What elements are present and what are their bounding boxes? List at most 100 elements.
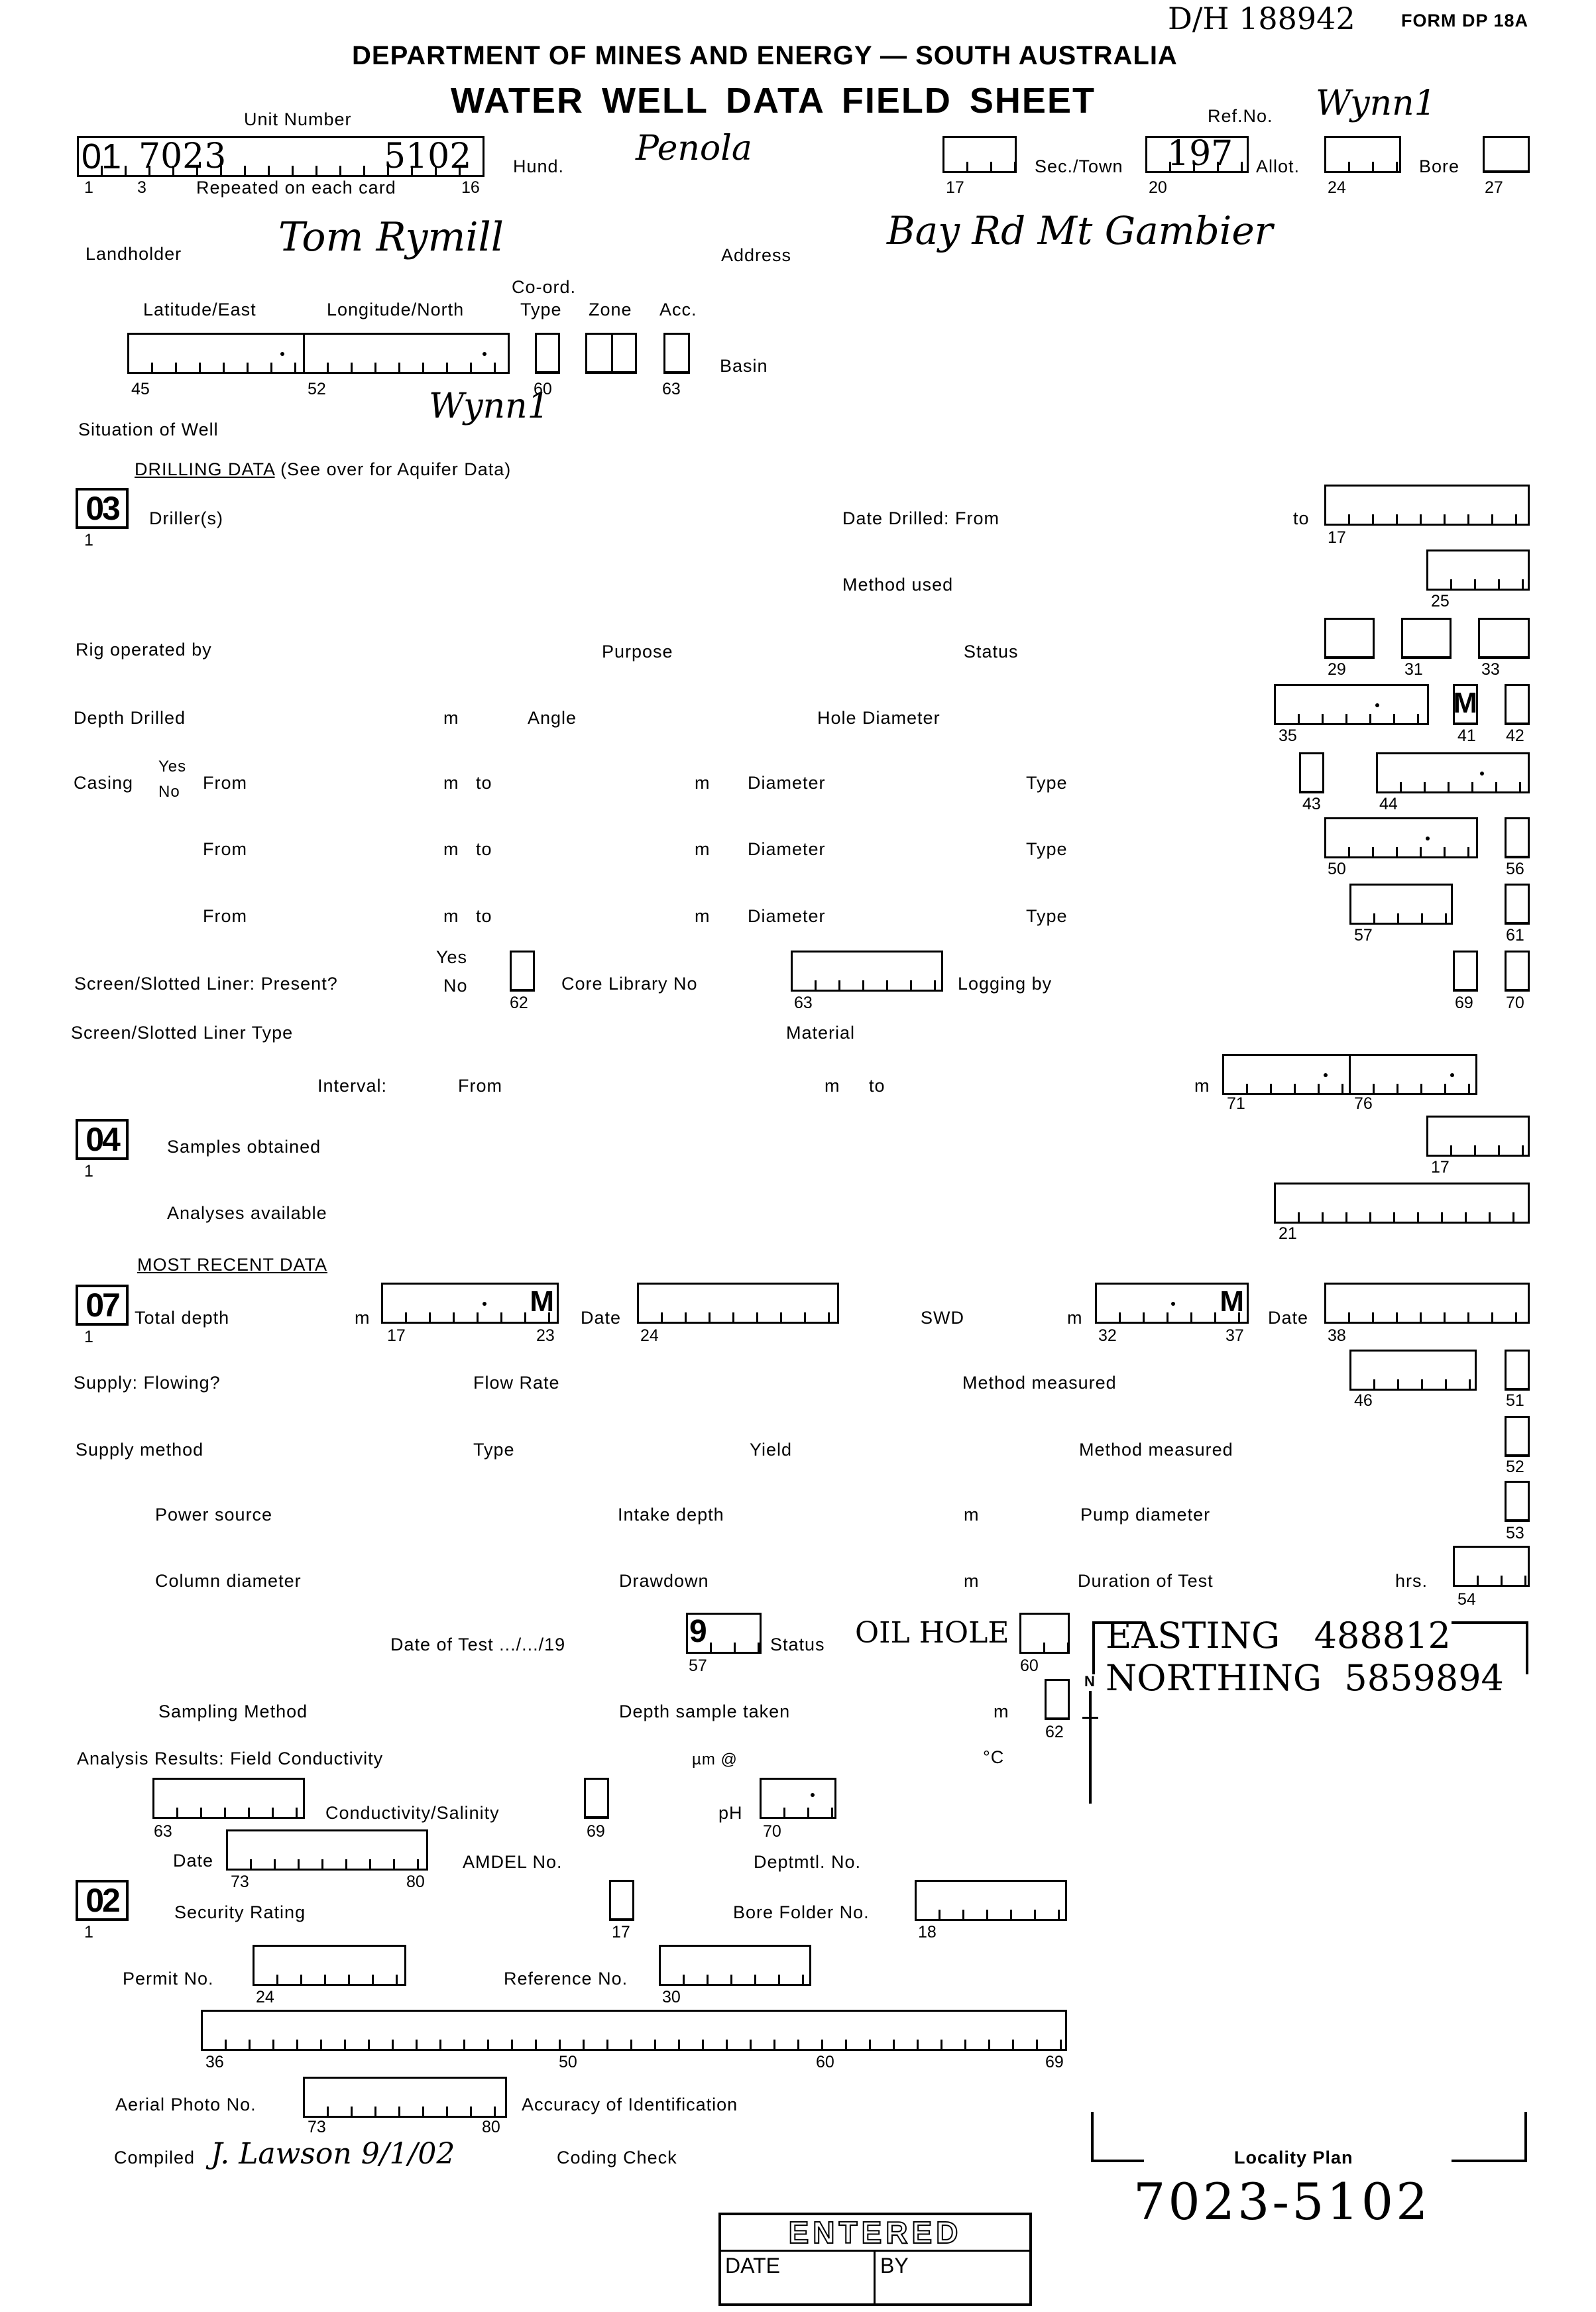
stamp-title: ENTERED bbox=[721, 2215, 1029, 2252]
diameter-label: Diameter bbox=[748, 906, 826, 926]
field-69-box[interactable] bbox=[584, 1778, 609, 1819]
field-44-box[interactable] bbox=[1376, 752, 1530, 793]
acc-box[interactable] bbox=[663, 333, 690, 374]
field-60-box[interactable] bbox=[1019, 1613, 1070, 1654]
amdel-label: AMDEL No. bbox=[463, 1852, 563, 1872]
latitude-box[interactable] bbox=[127, 333, 305, 374]
no-label: No bbox=[443, 976, 468, 996]
sampling-method-label: Sampling Method bbox=[158, 1702, 308, 1721]
bore-folder-box[interactable] bbox=[915, 1880, 1067, 1921]
field-46-box[interactable] bbox=[1349, 1350, 1477, 1391]
analyses-available-box[interactable] bbox=[1274, 1183, 1530, 1224]
method-used-box[interactable] bbox=[1426, 549, 1530, 591]
field-51-box[interactable] bbox=[1505, 1350, 1530, 1391]
field-69-box[interactable] bbox=[1453, 951, 1478, 992]
field-number: 24 bbox=[256, 1988, 274, 2006]
compiled-value: J. Lawson 9/1/02 bbox=[211, 2137, 455, 2171]
field-52-box[interactable] bbox=[1505, 1416, 1530, 1457]
field-number: 25 bbox=[1431, 592, 1450, 610]
field-number: 46 bbox=[1354, 1391, 1373, 1410]
test-year-box[interactable]: 9 bbox=[686, 1613, 762, 1654]
samples-obtained-box[interactable] bbox=[1426, 1116, 1530, 1157]
duration-box[interactable] bbox=[1453, 1546, 1530, 1587]
landholder-label: Landholder bbox=[86, 244, 182, 264]
drilling-heading: DRILLING DATA (See over for Aquifer Data… bbox=[135, 459, 512, 479]
field-number: 53 bbox=[1506, 1524, 1524, 1542]
entered-stamp: ENTERED DATE BY bbox=[718, 2213, 1032, 2306]
coord-type-box[interactable] bbox=[535, 333, 560, 374]
date-label: Date bbox=[173, 1851, 214, 1871]
screen-present-box[interactable] bbox=[510, 951, 535, 992]
ph-box[interactable] bbox=[760, 1778, 836, 1819]
swd-date-box[interactable] bbox=[1324, 1283, 1530, 1324]
unit-m: m bbox=[695, 839, 711, 859]
core-library-box[interactable] bbox=[791, 951, 943, 992]
field-56-box[interactable] bbox=[1505, 817, 1530, 858]
field-70-box[interactable] bbox=[1505, 951, 1530, 992]
unit-m: m bbox=[443, 906, 459, 926]
field-number: 17 bbox=[1328, 528, 1346, 547]
reference-box[interactable] bbox=[659, 1945, 811, 1986]
method-measured-label: Method measured bbox=[962, 1373, 1117, 1393]
most-recent-heading: MOST RECENT DATA bbox=[137, 1255, 328, 1275]
intake-depth-label: Intake depth bbox=[618, 1505, 724, 1525]
field-number: 17 bbox=[1431, 1158, 1450, 1177]
security-rating-box[interactable] bbox=[609, 1880, 634, 1921]
field-33-box[interactable] bbox=[1478, 618, 1530, 659]
long-entry-box[interactable] bbox=[201, 2010, 1067, 2051]
field-number: 71 bbox=[1227, 1094, 1245, 1113]
field-29-box[interactable] bbox=[1324, 618, 1375, 659]
deg-c-label: °C bbox=[983, 1747, 1005, 1767]
longitude-box[interactable] bbox=[303, 333, 510, 374]
depth-sample-label: Depth sample taken bbox=[619, 1702, 791, 1721]
field-number: 80 bbox=[482, 2118, 500, 2136]
field-number: 24 bbox=[1328, 178, 1346, 197]
field-conductivity-box[interactable] bbox=[152, 1778, 305, 1819]
unit-m: m bbox=[964, 1505, 980, 1525]
field-53-box[interactable] bbox=[1505, 1481, 1530, 1522]
analysis-date-box[interactable] bbox=[226, 1829, 428, 1871]
card-code-03: 03 bbox=[76, 488, 129, 529]
field-number: 38 bbox=[1328, 1326, 1346, 1345]
depth-drilled-box[interactable] bbox=[1274, 684, 1429, 725]
interval-to-box[interactable] bbox=[1349, 1054, 1477, 1095]
bore-box[interactable] bbox=[1483, 136, 1530, 173]
from-label: From bbox=[458, 1076, 502, 1096]
field-number: 1 bbox=[84, 1162, 93, 1181]
field-57-box[interactable] bbox=[1349, 884, 1453, 925]
interval-from-box[interactable] bbox=[1222, 1054, 1351, 1095]
date-drilled-box[interactable] bbox=[1324, 485, 1530, 526]
field-50-box[interactable] bbox=[1324, 817, 1478, 858]
from-label: From bbox=[203, 906, 247, 926]
unit-number-box[interactable]: 01 7023 5102 bbox=[77, 136, 484, 177]
method-measured-label: Method measured bbox=[1079, 1440, 1233, 1460]
field-62-box[interactable] bbox=[1045, 1679, 1070, 1720]
to-label: to bbox=[476, 839, 492, 859]
material-label: Material bbox=[786, 1023, 856, 1043]
field-31-box[interactable] bbox=[1401, 618, 1452, 659]
unit-m: m bbox=[355, 1308, 370, 1328]
acc-label: Acc. bbox=[659, 300, 697, 319]
field-number: 43 bbox=[1302, 795, 1321, 813]
yes-label: Yes bbox=[158, 758, 187, 776]
total-depth-date-box[interactable] bbox=[637, 1283, 839, 1324]
field-number: 54 bbox=[1457, 1590, 1476, 1609]
field-43-box[interactable] bbox=[1299, 752, 1324, 793]
permit-box[interactable] bbox=[253, 1945, 406, 1986]
allot-box[interactable] bbox=[1324, 136, 1401, 173]
total-depth-box[interactable]: M bbox=[381, 1283, 559, 1324]
field-42-box[interactable] bbox=[1505, 684, 1530, 725]
north-label: N bbox=[1084, 1673, 1096, 1690]
field-61-box[interactable] bbox=[1505, 884, 1530, 925]
field-17-box[interactable] bbox=[942, 136, 1017, 173]
swd-box[interactable]: M bbox=[1095, 1283, 1249, 1324]
sec-town-label: Sec./Town bbox=[1035, 156, 1123, 176]
field-number: 18 bbox=[918, 1923, 937, 1941]
field-41-box[interactable]: M bbox=[1453, 684, 1478, 725]
sec-town-box[interactable]: 197 bbox=[1145, 135, 1249, 173]
zone-box[interactable] bbox=[585, 333, 637, 374]
situation-value: Wynn1 bbox=[429, 386, 549, 426]
field-number: 60 bbox=[816, 2053, 834, 2071]
accuracy-label: Accuracy of Identification bbox=[522, 2095, 738, 2114]
aerial-photo-box[interactable] bbox=[303, 2077, 507, 2118]
